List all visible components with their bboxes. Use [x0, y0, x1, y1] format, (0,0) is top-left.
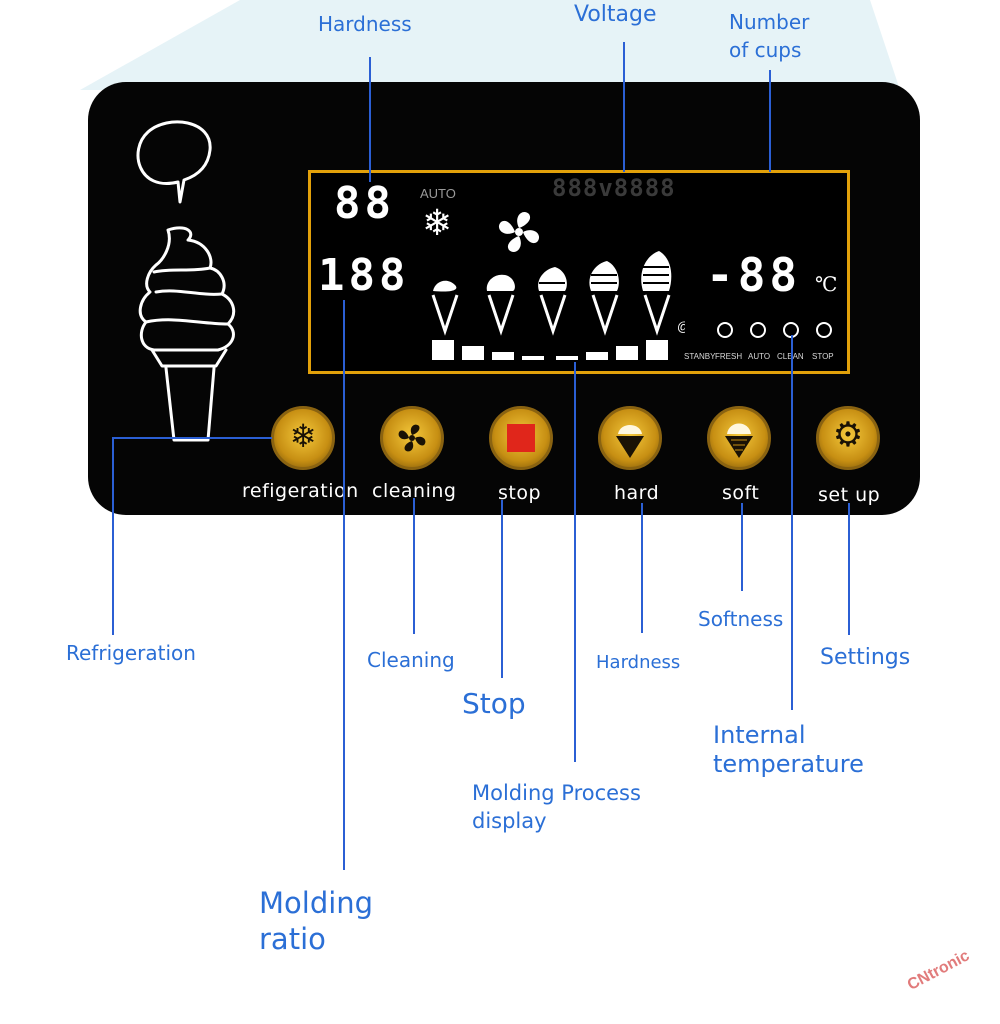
auto-indicator: AUTO: [420, 186, 456, 201]
ratio-bar: [522, 356, 544, 360]
cleaning-callout-line: [413, 498, 415, 634]
hardness-callout-line: [641, 503, 643, 633]
cups-callout-line1: Number: [729, 10, 809, 34]
status-label-standby: STANBY: [684, 352, 715, 361]
hardness-top-callout: Hardness: [318, 12, 412, 36]
softness-callout: Softness: [698, 607, 783, 631]
hard-button[interactable]: [598, 406, 662, 470]
stop-callout-line: [501, 500, 503, 678]
internal-temp-callout-line: [791, 335, 793, 710]
refrigeration-button[interactable]: ❄: [271, 406, 335, 470]
hard-button-label: hard: [614, 482, 659, 504]
hardness-digits: 88: [334, 178, 395, 229]
voltage-callout: Voltage: [574, 2, 657, 27]
cups-callout-line: [769, 70, 771, 172]
ratio-bar: [462, 346, 484, 360]
stop-square-icon: [507, 424, 535, 452]
status-label-stop: STOP: [812, 352, 834, 361]
status-label-auto: AUTO: [748, 352, 770, 361]
internal-temp-callout-line2: temperature: [713, 750, 864, 778]
ratio-bar: [586, 352, 608, 360]
ratio-bar: [492, 352, 514, 360]
settings-callout: Settings: [820, 645, 910, 670]
snowflake-icon: ❄: [274, 417, 332, 455]
at-symbol: @: [677, 319, 685, 334]
stop-status-icon: [816, 322, 832, 338]
molding-process-callout-line: [574, 362, 576, 762]
ratio-bar: [616, 346, 638, 360]
hardness-callout: Hardness: [596, 652, 680, 673]
status-label-fresh: FRESH: [715, 352, 742, 361]
watermark: CNtronic: [905, 947, 973, 995]
refrigeration-callout: Refrigeration: [66, 641, 196, 665]
ratio-bar: [646, 340, 668, 360]
stop-callout: Stop: [462, 687, 526, 720]
temperature-digits: -88: [706, 248, 801, 302]
gear-icon: ⚙: [819, 415, 877, 455]
refrigeration-button-label: refigeration: [242, 480, 359, 502]
celsius-unit: ℃: [815, 272, 837, 296]
stop-button-label: stop: [498, 482, 541, 504]
molding-process-callout-line2: display: [472, 809, 547, 833]
cleaning-callout: Cleaning: [367, 648, 455, 672]
standby-icon: [717, 322, 733, 338]
soft-cone-icon: [721, 418, 757, 460]
cleaning-button[interactable]: [380, 406, 444, 470]
lcd-snowflake-icon: ❄: [422, 206, 452, 242]
refrigeration-callout-line-v: [112, 437, 114, 635]
softness-callout-line: [741, 503, 743, 591]
molding-process-callout-line1: Molding Process: [472, 781, 641, 805]
soft-button-label: soft: [722, 482, 759, 504]
ratio-bar: [432, 340, 454, 360]
fan-icon: [396, 422, 428, 454]
cups-callout-line2: of cups: [729, 38, 801, 62]
voltage-callout-line: [623, 42, 625, 172]
molding-ratio-callout-line: [343, 300, 345, 870]
molding-ratio-callout-line1: Molding: [259, 886, 373, 920]
hard-cone-icon: [612, 418, 648, 460]
fresh-icon: [750, 322, 766, 338]
setup-button[interactable]: ⚙: [816, 406, 880, 470]
ice-cream-cone-icon: [118, 110, 258, 450]
internal-temp-callout-line1: Internal: [713, 721, 806, 749]
refrigeration-callout-line-h: [112, 437, 272, 439]
molding-ratio-callout-line2: ratio: [259, 922, 326, 956]
molding-ratio-digits: 188: [318, 250, 409, 301]
settings-callout-line: [848, 503, 850, 635]
stop-button[interactable]: [489, 406, 553, 470]
soft-button[interactable]: [707, 406, 771, 470]
hardness-callout-line: [369, 57, 371, 182]
ratio-bar: [556, 356, 578, 360]
voltage-cups-digits: 888v8888: [552, 174, 676, 202]
